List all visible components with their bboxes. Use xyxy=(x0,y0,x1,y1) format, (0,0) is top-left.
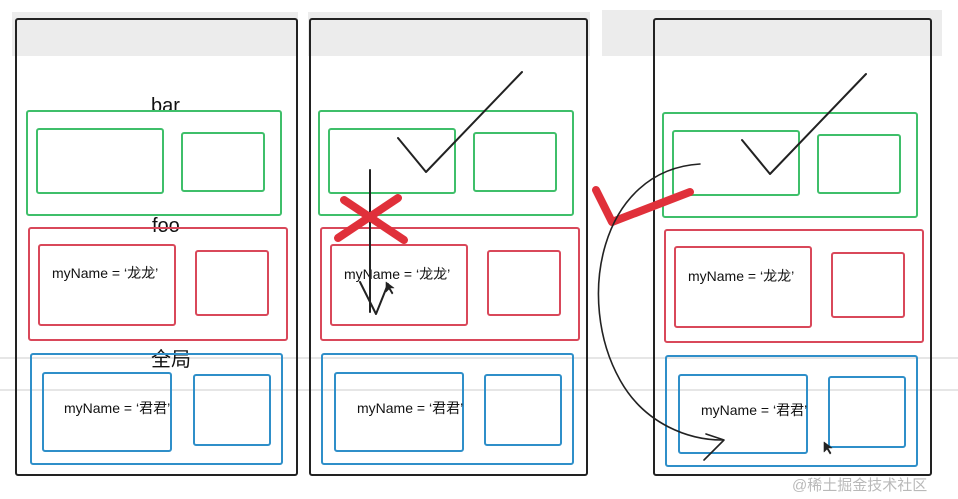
global-lexical-box xyxy=(828,376,906,448)
foo-my-name: myName = ‘龙龙’ xyxy=(688,268,795,284)
cursor-icon xyxy=(385,281,395,295)
scope-chain-curve-arrow xyxy=(597,163,723,441)
check-mark xyxy=(397,71,523,173)
divider-line xyxy=(0,357,958,359)
check-mark xyxy=(741,73,867,175)
watermark: @稀土掘金技术社区 xyxy=(792,477,928,494)
red-cross xyxy=(334,194,408,244)
global-my-name: myName = ‘君君’ xyxy=(701,402,808,418)
foo-label: foo xyxy=(152,215,180,237)
divider-line xyxy=(0,389,958,391)
foo-scope-box xyxy=(28,227,288,341)
foo-variable-box xyxy=(330,244,468,326)
foo-lexical-box xyxy=(195,250,269,316)
global-scope-box xyxy=(665,355,918,467)
foo-variable-box xyxy=(38,244,176,326)
call-stack-panel-3 xyxy=(653,18,932,476)
bar-variable-box xyxy=(328,128,456,194)
bar-lexical-box xyxy=(817,134,901,194)
lookup-arrow-head xyxy=(359,281,389,315)
call-stack-panel-1 xyxy=(15,18,298,476)
foo-lexical-box xyxy=(831,252,905,318)
call-stack-panel-2 xyxy=(309,18,588,476)
foo-my-name: myName = ‘龙龙’ xyxy=(52,265,159,281)
top-band-right xyxy=(602,10,942,56)
global-my-name: myName = ‘君君’ xyxy=(357,400,464,416)
global-my-name: myName = ‘君君’ xyxy=(64,400,171,416)
curve-arrow-head xyxy=(703,433,725,461)
bar-scope-box xyxy=(662,112,918,218)
bar-scope-box xyxy=(26,110,282,216)
bar-lexical-box xyxy=(181,132,265,192)
global-variable-box xyxy=(42,372,172,452)
red-check-mark xyxy=(592,186,694,226)
bar-variable-box xyxy=(36,128,164,194)
global-scope-box xyxy=(321,353,574,465)
foo-lexical-box xyxy=(487,250,561,316)
global-scope-box xyxy=(30,353,283,465)
cursor-icon xyxy=(823,441,833,455)
bar-variable-box xyxy=(672,130,800,196)
global-lexical-box xyxy=(193,374,271,446)
foo-variable-box xyxy=(674,246,812,328)
global-variable-box xyxy=(678,374,808,454)
global-variable-box xyxy=(334,372,464,452)
bar-lexical-box xyxy=(473,132,557,192)
foo-scope-box xyxy=(664,229,924,343)
global-lexical-box xyxy=(484,374,562,446)
foo-scope-box xyxy=(320,227,580,341)
bar-scope-box xyxy=(318,110,574,216)
